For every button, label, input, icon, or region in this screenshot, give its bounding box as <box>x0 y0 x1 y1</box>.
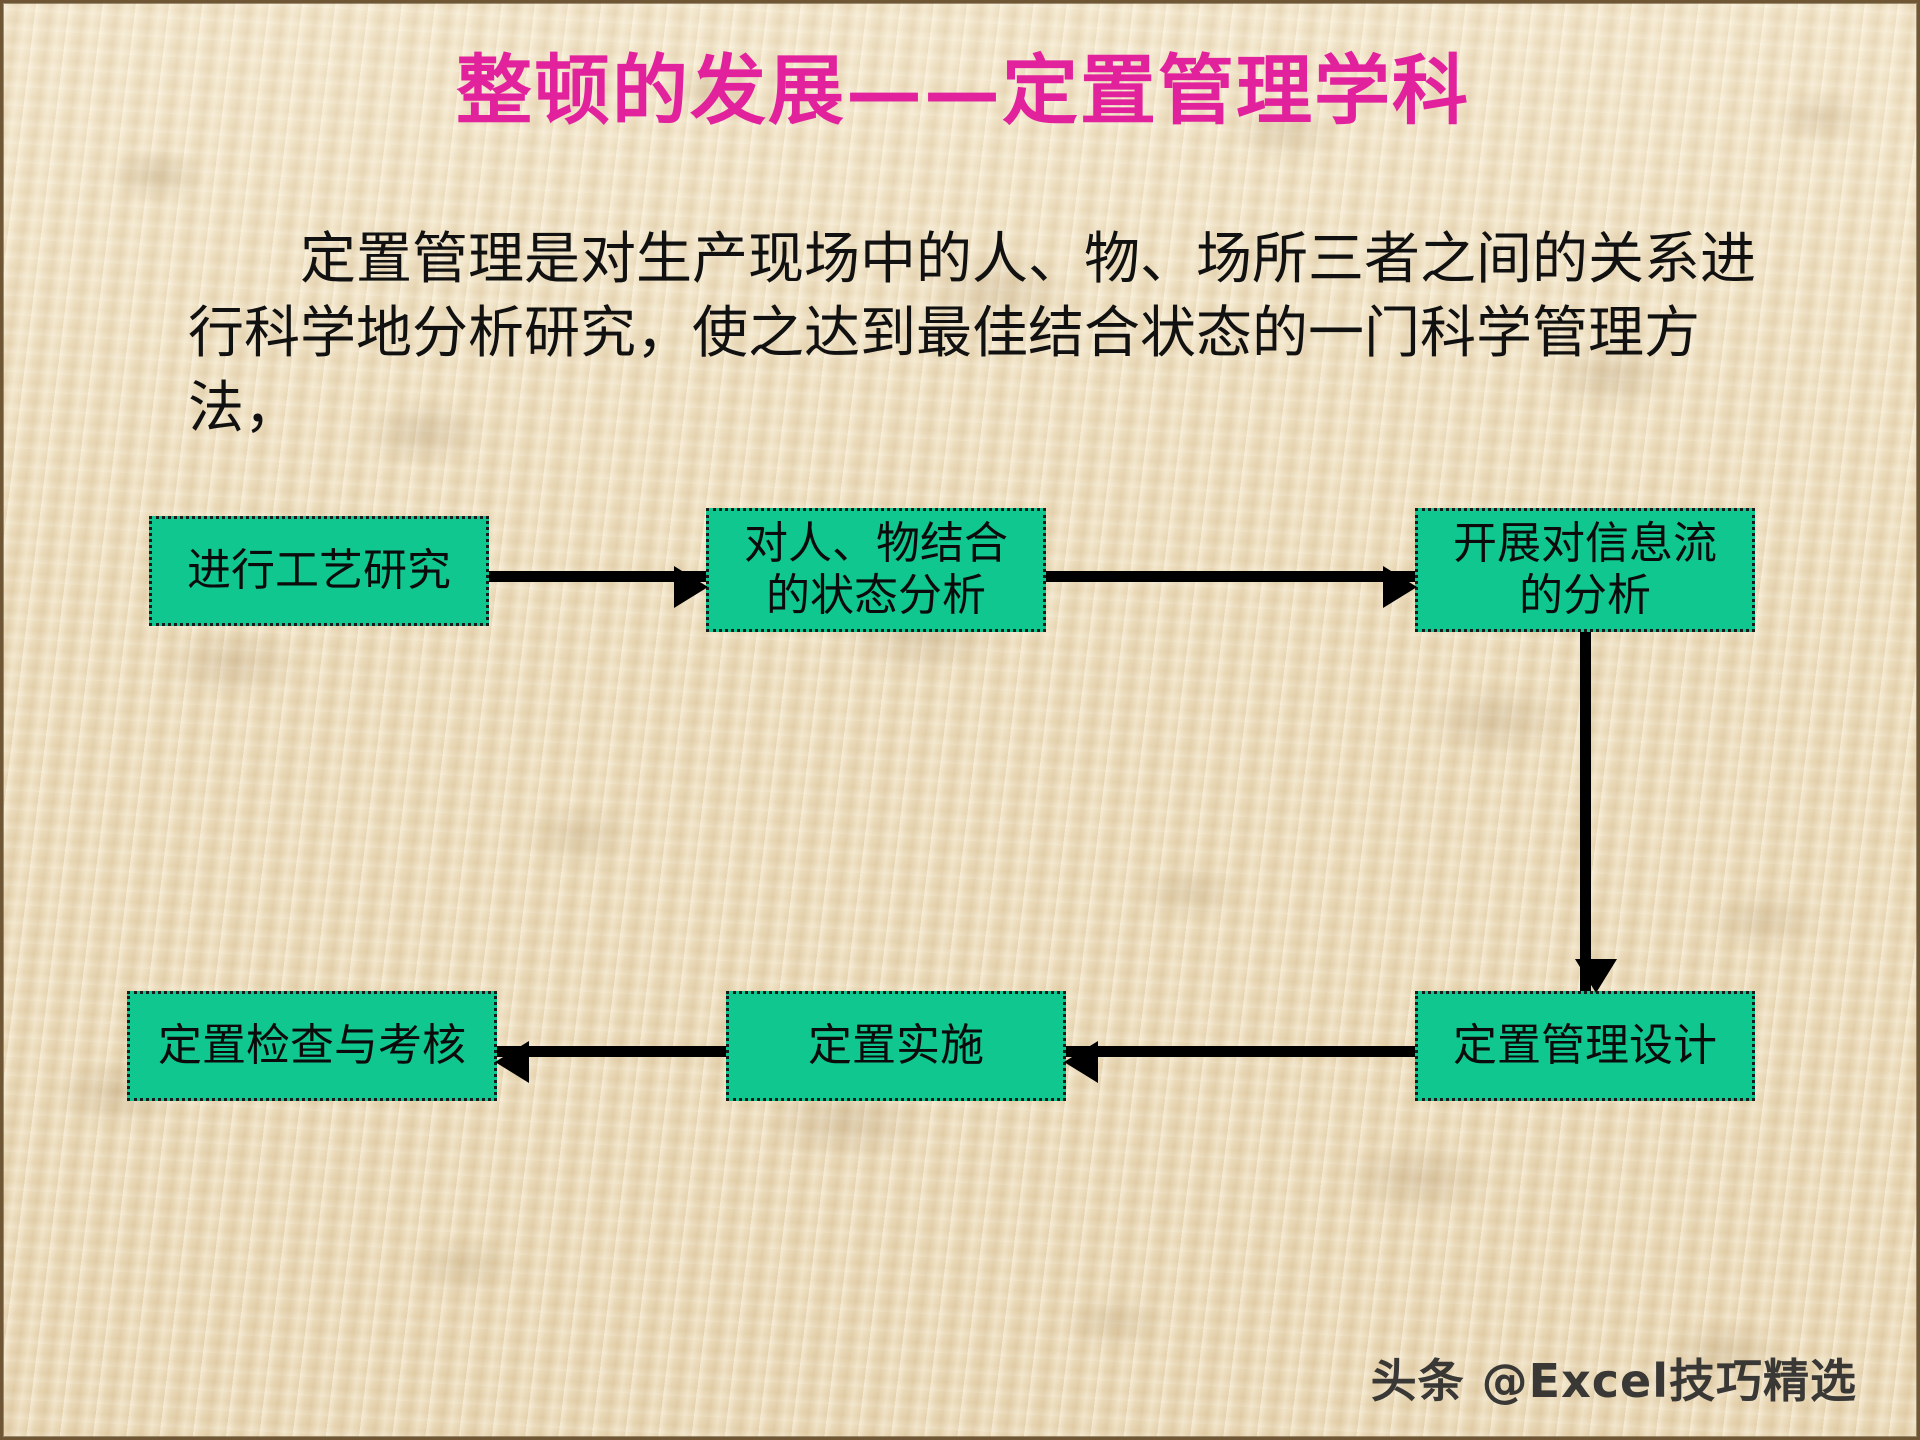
arrow-head-left-icon <box>1064 1041 1098 1083</box>
arrow-head-right-icon <box>1383 566 1417 608</box>
flow-arrow-n2-to-n3 <box>1046 566 1417 608</box>
flow-node-people-object-state-analysis[interactable]: 对人、物结合 的状态分析 <box>706 508 1046 632</box>
slide-title: 整顿的发展——定置管理学科 <box>456 46 1470 135</box>
arrow-head-down-icon <box>1575 959 1617 993</box>
slide-body-paragraph: 定置管理是对生产现场中的人、物、场所三者之间的关系进行科学地分析研究，使之达到最… <box>188 227 1756 441</box>
flow-arrow-n5-to-n6 <box>495 1041 726 1083</box>
arrow-head-left-icon <box>495 1041 529 1083</box>
watermark-text: 头条 @Excel技巧精选 <box>1370 1354 1857 1408</box>
flow-arrow-n1-to-n2 <box>489 566 708 608</box>
flow-node-process-research[interactable]: 进行工艺研究 <box>149 516 489 626</box>
flow-arrow-n3-to-n4 <box>1575 632 1617 993</box>
flow-node-information-flow-analysis[interactable]: 开展对信息流 的分析 <box>1415 508 1755 632</box>
flow-node-positioning-management-design[interactable]: 定置管理设计 <box>1415 991 1755 1101</box>
flow-arrow-n4-to-n5 <box>1064 1041 1415 1083</box>
flow-node-positioning-inspection-assessment[interactable]: 定置检查与考核 <box>127 991 497 1101</box>
arrow-head-right-icon <box>674 566 708 608</box>
flow-node-positioning-implementation[interactable]: 定置实施 <box>726 991 1066 1101</box>
